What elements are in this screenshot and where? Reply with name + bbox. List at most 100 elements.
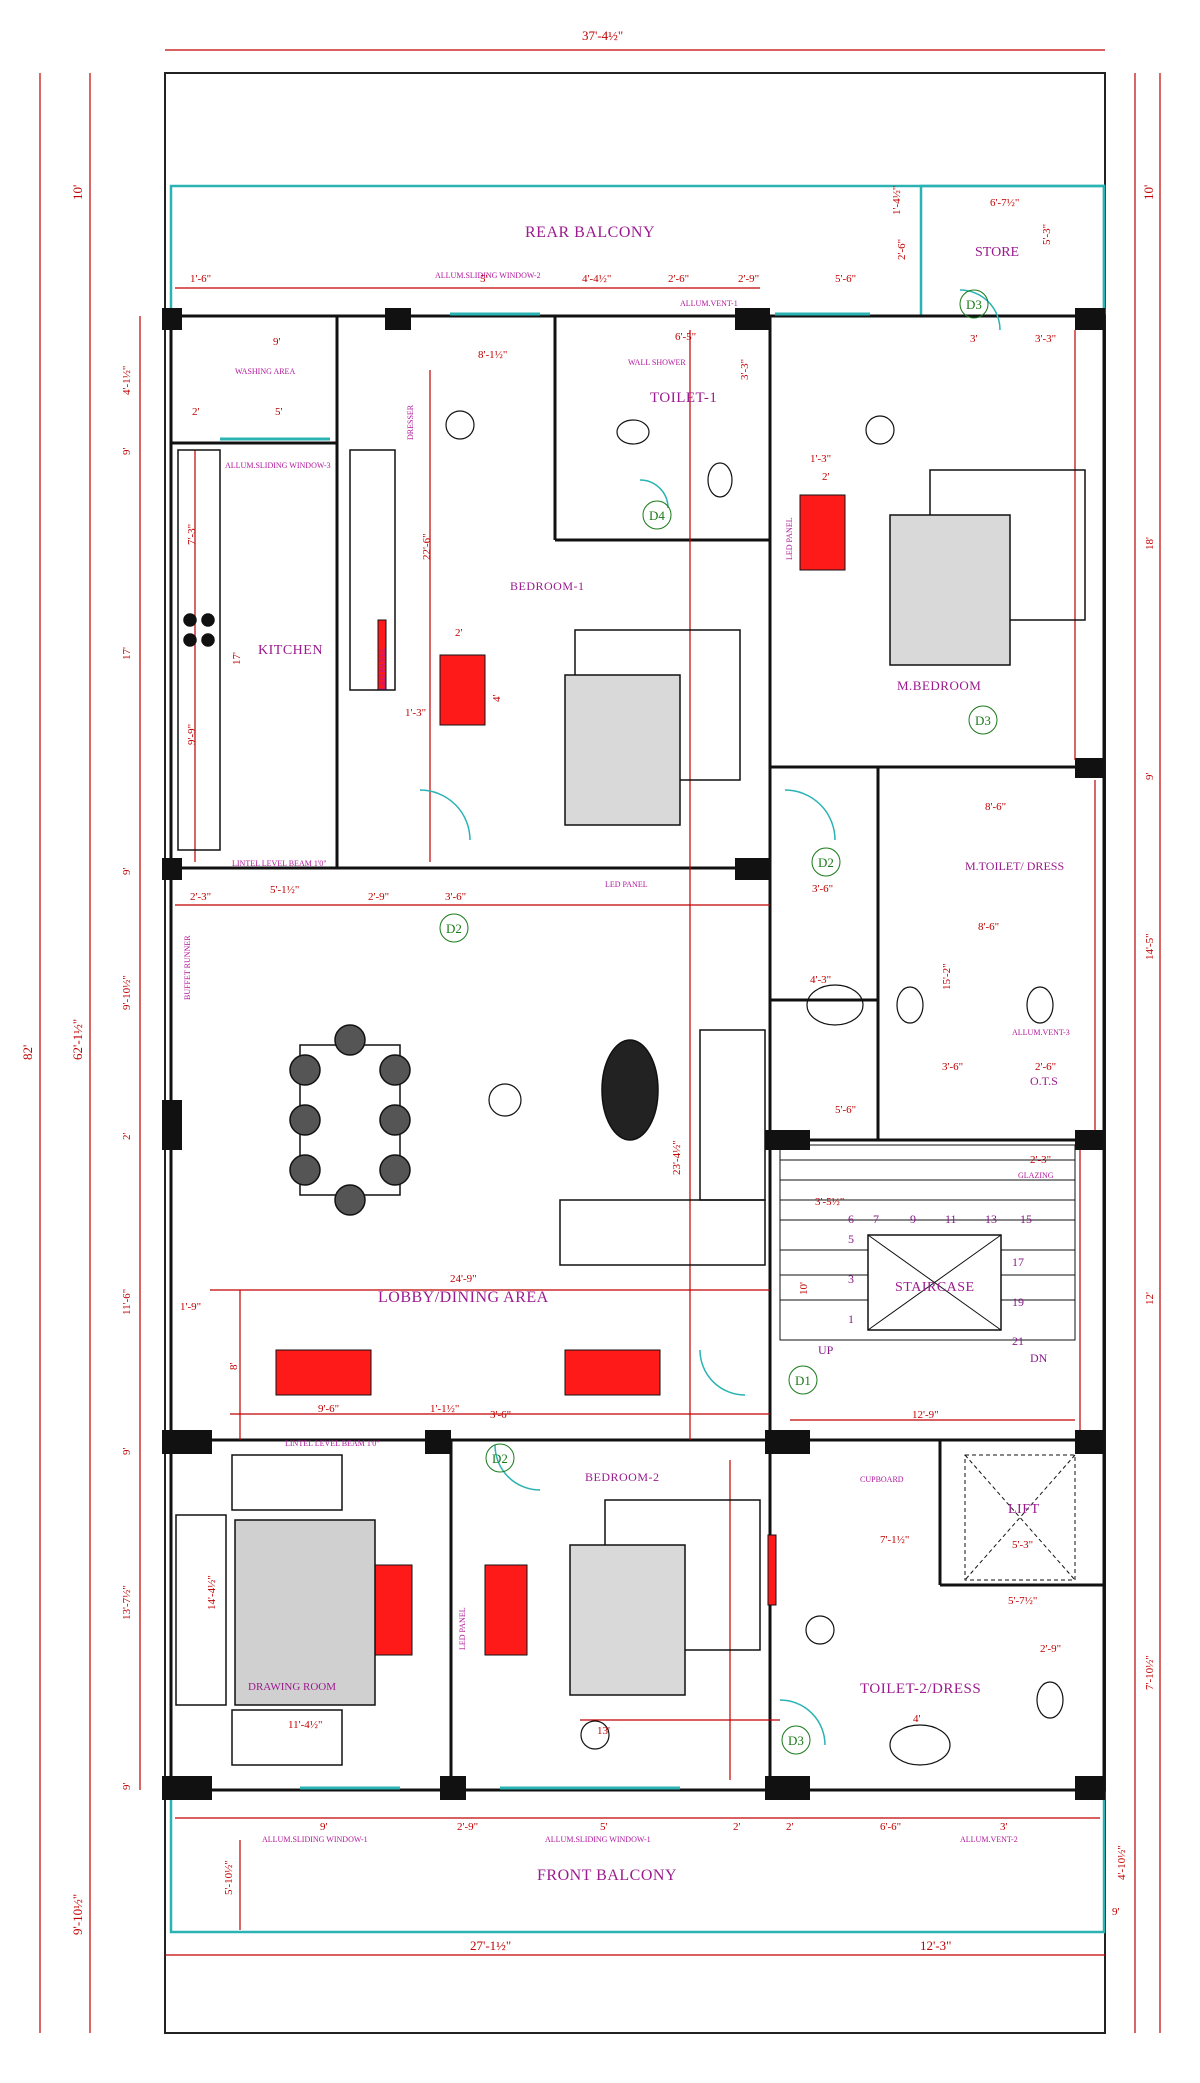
lobby-sofa <box>559 1029 766 1266</box>
note-vent-3: ALLUM.VENT-3 <box>1012 1028 1070 1037</box>
dim-d26: 4' <box>491 695 503 703</box>
door-tags <box>439 289 998 1755</box>
dim-d10: 2'-6" <box>896 239 908 260</box>
dim-d20: 9' <box>121 448 133 456</box>
dim-d80: 3' <box>1000 1821 1008 1833</box>
stair-dn-label: DN <box>1030 1351 1048 1365</box>
dim-d1: 1'-6" <box>190 273 211 285</box>
stair-up-label: UP <box>818 1343 834 1357</box>
dim-d63: 7'-1½" <box>880 1534 909 1546</box>
stair-step-3: 3 <box>848 1272 854 1286</box>
staircase-label: STAIRCASE <box>895 1280 975 1295</box>
door-tag-d1: D1 <box>795 1373 811 1388</box>
washing-area-label: WASHING AREA <box>235 367 295 376</box>
rear-balcony-label: REAR BALCONY <box>525 224 655 241</box>
kitchen-counter <box>177 449 396 851</box>
dim-total-depth: 82' <box>20 1045 35 1060</box>
dim-d74: 9' <box>320 1821 328 1833</box>
drawing-room-label: DRAWING ROOM <box>248 1681 336 1693</box>
windows <box>220 312 870 1790</box>
dim-d40: 8'-6" <box>985 801 1006 813</box>
columns <box>162 308 1105 1800</box>
drawing-sofas <box>175 1454 376 1766</box>
dim-mid-depth-left: 62'-1½" <box>70 1019 85 1060</box>
dim-d49: 2' <box>121 1133 133 1141</box>
dim-d77: 2' <box>733 1821 741 1833</box>
dim-d31: 2' <box>822 471 830 483</box>
dim-front-setback: 9'-10½" <box>70 1894 85 1935</box>
dim-d38: 3'-6" <box>812 883 833 895</box>
store-label: STORE <box>975 245 1019 260</box>
stair-step-7: 7 <box>873 1212 879 1226</box>
dim-d39: 9'-10½" <box>121 975 133 1010</box>
rear-balcony-outline <box>169 184 1106 318</box>
dim-d32: 18' <box>1144 537 1156 550</box>
dim-d81: 5'-10½" <box>223 1860 235 1895</box>
dim-d44: 15'-2" <box>941 963 953 990</box>
dim-d24: 22'-6" <box>421 533 433 560</box>
dim-d43: 4'-3" <box>810 974 831 986</box>
toilet-fixtures <box>445 410 1064 1766</box>
stair-step-5: 5 <box>848 1232 854 1246</box>
dim-d46: 3'-6" <box>942 1061 963 1073</box>
dim-bottom-side: 12'-3" <box>920 1938 951 1953</box>
dim-d28: 17' <box>231 652 243 665</box>
dim-d78: 2' <box>786 1821 794 1833</box>
dim-d69: 11'-4½" <box>288 1719 322 1731</box>
dim-d73: 9' <box>121 1783 133 1791</box>
dim-d33: 9' <box>1144 773 1156 781</box>
dim-d41: 8'-6" <box>978 921 999 933</box>
stair-step-19: 19 <box>1012 1295 1024 1309</box>
dim-d79: 6'-6" <box>880 1821 901 1833</box>
dim-d58: 1'-1½" <box>430 1403 459 1415</box>
dim-d65: 5'-7½" <box>1008 1595 1037 1607</box>
note-glazing: GLAZING <box>1018 1171 1054 1180</box>
dim-d14: 3'-3" <box>739 359 751 380</box>
dim-d25: 2' <box>455 627 463 639</box>
dim-d51: 3'-5½" <box>815 1196 844 1208</box>
dim-d17: 4'-1½" <box>121 366 133 395</box>
door-swings <box>419 289 1001 1746</box>
dim-d7: 6'-7½" <box>990 197 1019 209</box>
ots-label: O.T.S <box>1030 1074 1058 1088</box>
dim-d59: 3'-6" <box>490 1409 511 1421</box>
lift-label: LIFT <box>1008 1502 1040 1517</box>
dim-d62: 9' <box>121 1448 133 1456</box>
note-lintel-1: LINTEL LEVEL BEAM 1'0" <box>232 859 327 868</box>
door-tag-d2-a: D2 <box>446 921 462 936</box>
dim-d42: 14'-5" <box>1144 933 1156 960</box>
note-dresser: DRESSER <box>406 404 415 440</box>
dim-d60: 12'-9" <box>912 1409 939 1421</box>
master-bedroom-label: M.BEDROOM <box>897 678 981 693</box>
dim-d37: 3'-6" <box>445 891 466 903</box>
lobby-label: LOBBY/DINING AREA <box>378 1289 549 1306</box>
stair-step-17: 17 <box>1012 1255 1024 1269</box>
front-balcony-label: FRONT BALCONY <box>537 1867 677 1884</box>
dim-d72: 7'-10½" <box>1144 1655 1156 1690</box>
carpet <box>234 1519 376 1706</box>
dim-rear-setback-right: 10' <box>1141 185 1156 200</box>
door-tag-d3-a: D3 <box>975 713 991 728</box>
dim-bottom-main: 27'-1½" <box>470 1938 511 1953</box>
rug-bedroom-2 <box>569 1544 686 1696</box>
note-led-panel-2: LED PANEL <box>378 647 387 690</box>
note-buffet: BUFFET RUNNER <box>183 935 192 1000</box>
dim-d82: 4'-10½" <box>1116 1845 1128 1880</box>
note-window-1-mid: ALLUM.SLIDING WINDOW-1 <box>545 1835 651 1844</box>
front-balcony-outline <box>169 1788 1106 1934</box>
door-tag-d2-b: D2 <box>818 855 834 870</box>
dim-d83: 9' <box>1112 1906 1120 1918</box>
dim-d56: 8' <box>228 1363 240 1371</box>
dim-d3: 4'-4½" <box>582 273 611 285</box>
dim-rear-setback-left: 10' <box>70 185 85 200</box>
dim-d18: 2' <box>192 406 200 418</box>
dim-d54: 11'-6" <box>121 1289 133 1315</box>
rug-master <box>889 514 1011 666</box>
dim-d71: 4' <box>913 1713 921 1725</box>
bedroom-2-label: BEDROOM-2 <box>585 1470 660 1484</box>
note-lintel-2: LINTEL LEVEL BEAM 1'0" <box>285 1439 380 1448</box>
note-wall-shower: WALL SHOWER <box>628 358 686 367</box>
note-window-3: ALLUM.SLIDING WINDOW-3 <box>225 461 331 470</box>
beds <box>564 469 1086 1696</box>
